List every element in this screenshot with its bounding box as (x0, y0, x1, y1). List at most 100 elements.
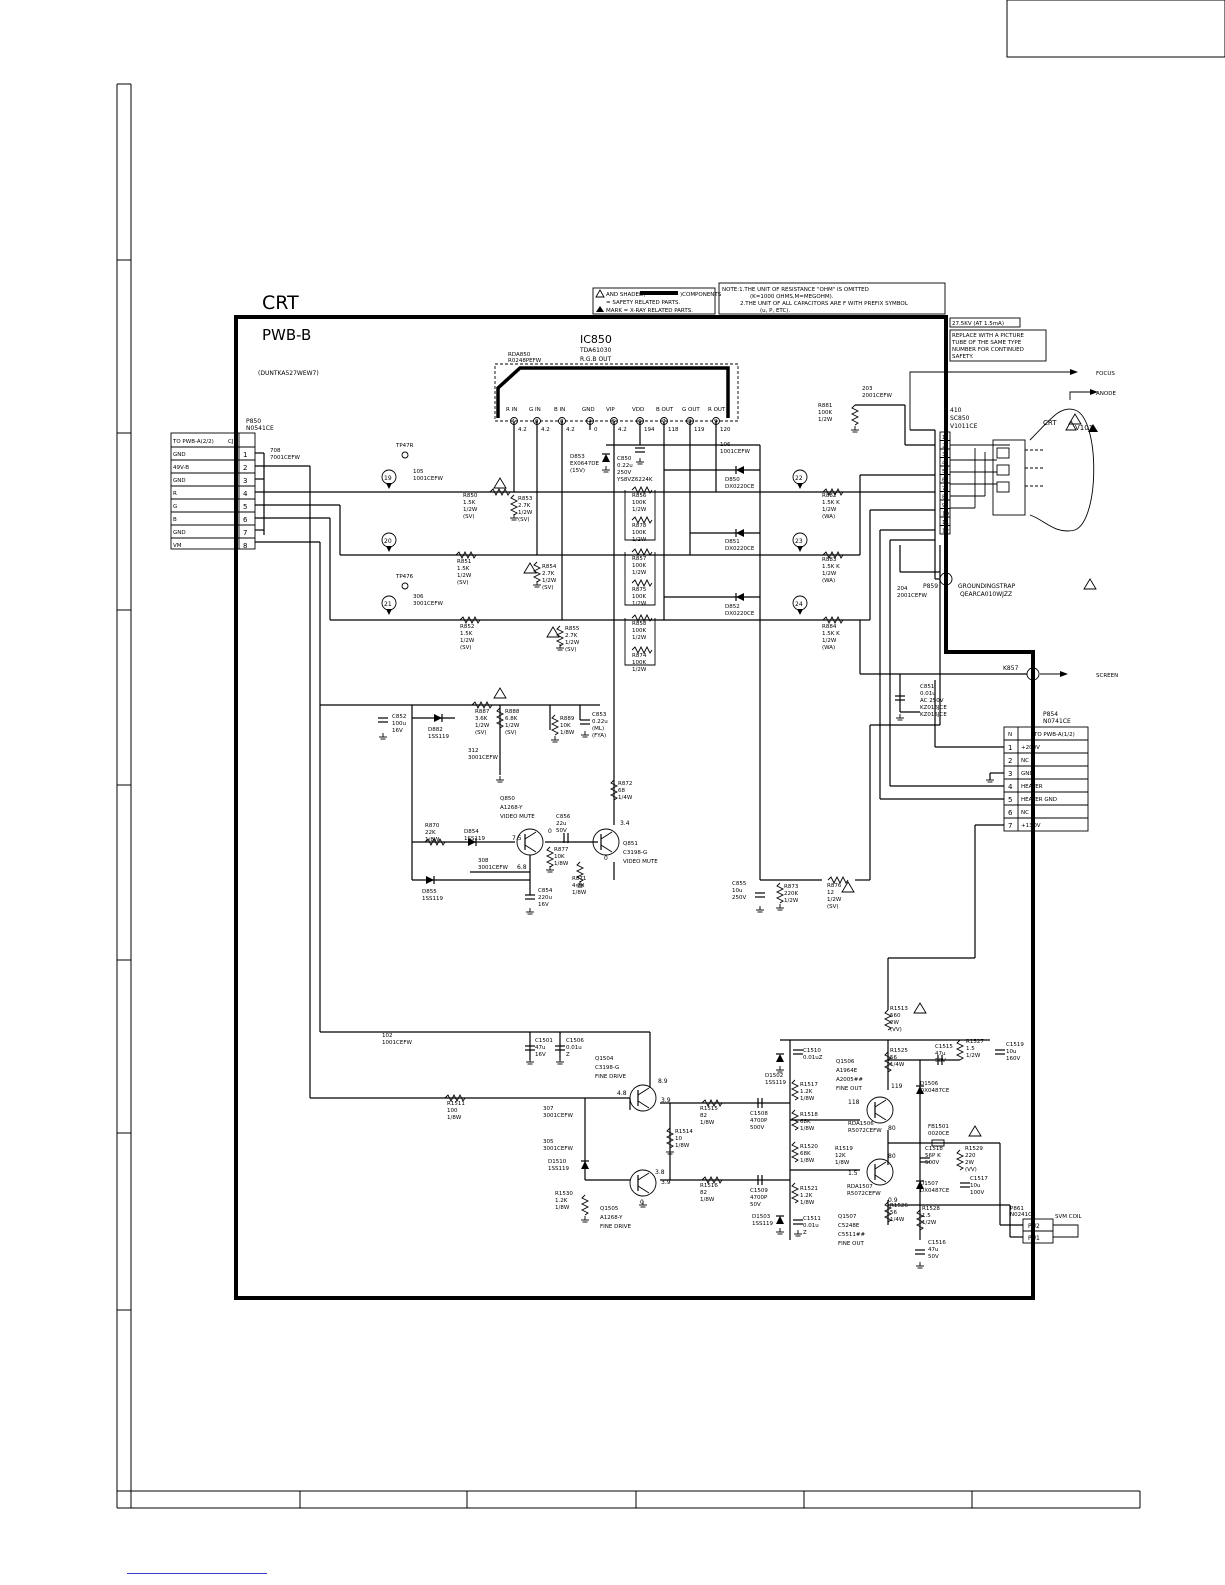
rconn-pin-number: 4 (1008, 783, 1013, 791)
r882-line: (WA) (822, 514, 835, 520)
d854-line: D854 (464, 829, 479, 835)
r882-line: 1.5K K (822, 500, 840, 506)
r889 (550, 714, 560, 736)
r1528 (915, 1209, 925, 1231)
r1525-line: 1/4W (890, 1062, 905, 1068)
r883 (822, 550, 844, 560)
q850-collector (524, 831, 537, 840)
lconn-pin-number: 5 (243, 503, 247, 511)
q850-line: A1268-Y (500, 805, 523, 811)
c306-line: 306 (413, 594, 424, 600)
notes-box: NOTE:1.THE UNIT OF RESISTANCE "OHM" IS O… (718, 282, 946, 315)
r1525-line: 56 (890, 1055, 897, 1061)
socket-pin-number: 8 (942, 495, 946, 501)
test-circle-tip (797, 609, 803, 615)
r872-line: R872 (618, 781, 632, 787)
ic-pin-label: B IN (554, 407, 565, 413)
testpoint-label: TP476 (395, 574, 414, 580)
r876-line: 12 (827, 890, 834, 896)
rconn-pin-name: HEATER (1021, 784, 1043, 790)
c1506-line: 0.01u (566, 1045, 582, 1051)
svg-text:V101: V101 (1075, 424, 1093, 432)
r1518-line: R1518 (800, 1112, 818, 1118)
c312-line: 312 (468, 748, 479, 754)
r887-line: R887 (475, 709, 490, 715)
svg-text:V1011CE: V1011CE (950, 423, 978, 430)
r873-line: R873 (784, 884, 799, 890)
q1506-collector (874, 1099, 887, 1108)
ic-pin-voltage: 120 (720, 427, 731, 433)
r878-line: 100K (632, 530, 646, 536)
d852 (736, 593, 744, 601)
ic-pin-label: GND (582, 407, 595, 413)
pwb-b-outline (234, 315, 1035, 1300)
r1529 (955, 1149, 965, 1171)
r853-line: 1/2W (518, 510, 533, 516)
safety-warning-icon (841, 881, 855, 893)
voltage: 0 (640, 1199, 644, 1206)
voltage: 80 (888, 1125, 896, 1132)
q1506 (866, 1096, 894, 1124)
svg-text:REPLACE WITH A PICTURE: REPLACE WITH A PICTURE (952, 333, 1024, 339)
lconn-pin-name: GND (173, 530, 186, 536)
svg-text:RDA850: RDA850 (508, 352, 531, 358)
c708-line: 708 (270, 448, 281, 454)
svg-text:TO PWB-A(1/2): TO PWB-A(1/2) (1033, 732, 1075, 738)
r850-line: R850 (463, 493, 478, 499)
socket-pin-number: 4 (942, 461, 946, 467)
r1520-line: R1520 (800, 1144, 818, 1150)
ic-pin-label: R IN (506, 407, 517, 413)
c102-line: 102 (382, 1033, 393, 1039)
q850-line: VIDEO MUTE (500, 814, 535, 820)
c852-line: 16V (392, 728, 403, 734)
r1511 (444, 1093, 466, 1103)
c854-line: 16V (538, 902, 549, 908)
rconn-pin-name: HEATER GND (1021, 797, 1057, 803)
r874-line: R874 (632, 653, 647, 659)
r881-line: 1/2W (818, 417, 833, 423)
r1518-line: 1/8W (800, 1126, 815, 1132)
svg-text:(u, P, ETC).: (u, P, ETC). (760, 308, 790, 314)
svg-text:K857: K857 (1003, 665, 1019, 672)
d1503 (776, 1216, 784, 1224)
svg-text:QEARCA010WJZZ: QEARCA010WJZZ (960, 591, 1012, 598)
c1515-line: 50V (935, 1058, 946, 1064)
r858-line: 1/2W (632, 635, 647, 641)
svg-text:CRT: CRT (1043, 419, 1057, 427)
r857 (631, 547, 653, 557)
rconn-pin-number: 5 (1008, 796, 1012, 804)
testpoint-tp47r (401, 451, 409, 459)
r888-line: 6.8K (505, 716, 518, 722)
r851-line: 1.5K (457, 566, 470, 572)
r876 (827, 875, 849, 885)
q1504-line: C3198-G (595, 1065, 619, 1071)
svg-text:N: N (1008, 732, 1012, 738)
output-anode: ANODE (1069, 389, 1116, 400)
r850-line: (SV) (463, 514, 475, 520)
svg-text:CJ: CJ (228, 439, 234, 445)
r1514-line: 10 (675, 1136, 682, 1142)
d851-line: DX0220CE (725, 546, 755, 552)
socket-pin-number: 3 (942, 452, 946, 458)
r875-line: 100K (632, 594, 646, 600)
r1513-line: 2W (890, 1020, 899, 1026)
r874 (631, 645, 653, 655)
r881-line: R881 (818, 403, 832, 409)
svg-text:(K=1000 OHMS,M=MEGOHM).: (K=1000 OHMS,M=MEGOHM). (750, 294, 834, 300)
q1504-line: FINE DRIVE (595, 1074, 627, 1080)
d1507 (916, 1181, 924, 1189)
voltage: 6.8 (517, 864, 527, 871)
q1505-line: Q1505 (600, 1206, 619, 1212)
rda1507-line: RDA1507 (847, 1184, 873, 1190)
r870-line: R870 (425, 823, 440, 829)
r874-line: 1/2W (632, 667, 647, 673)
r858 (631, 613, 653, 623)
r1517 (790, 1079, 800, 1101)
d1502-line: 1SS119 (765, 1080, 786, 1086)
svg-text:N0741CE: N0741CE (1043, 718, 1071, 725)
r852-line: (SV) (460, 645, 472, 651)
r872 (609, 779, 619, 801)
d1510-line: 1SS119 (548, 1166, 569, 1172)
d1502 (776, 1054, 784, 1062)
